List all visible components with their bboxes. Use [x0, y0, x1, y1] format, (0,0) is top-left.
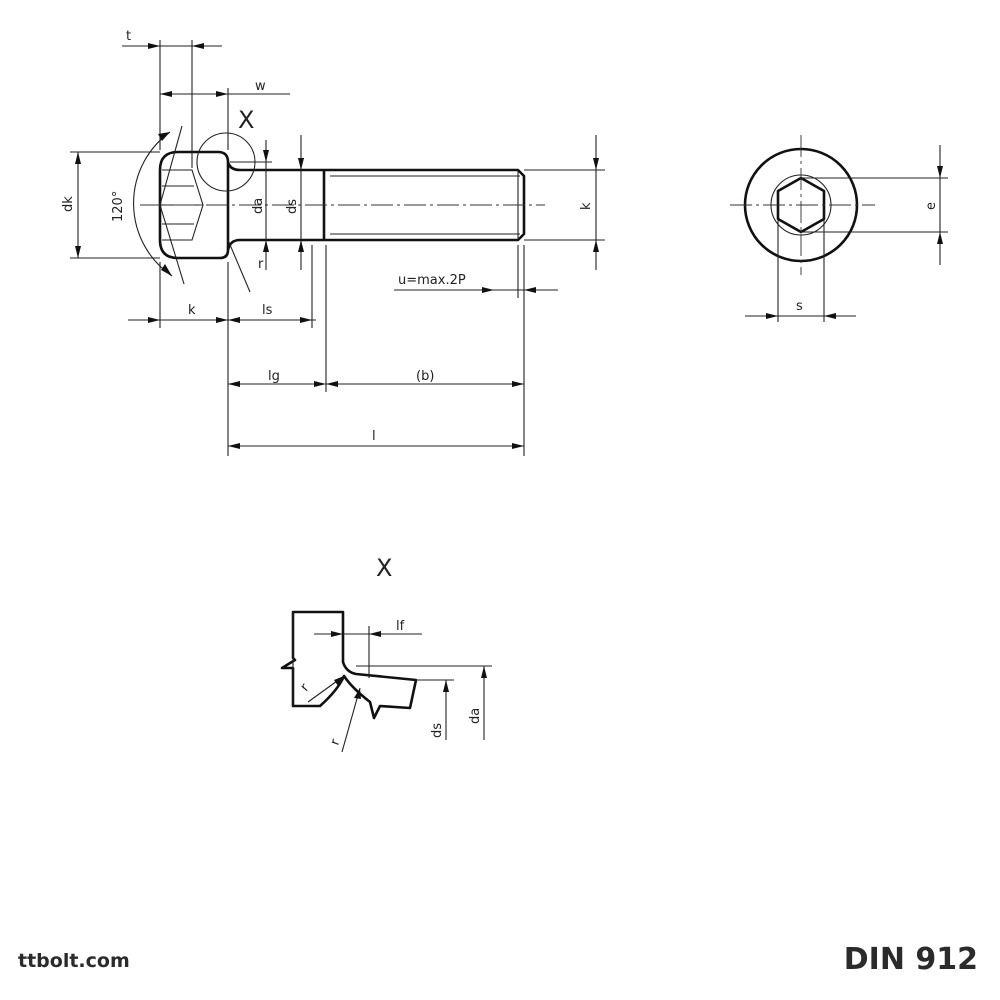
detail-title: X	[376, 554, 392, 582]
dim-l	[228, 443, 524, 449]
bolt-side-view	[140, 132, 545, 260]
dim-ds	[298, 135, 304, 270]
bolt-end-view	[730, 135, 875, 275]
detail-label-da: da	[468, 708, 483, 724]
dim-t	[122, 40, 222, 168]
hex-socket-lines	[162, 169, 204, 241]
underhead-fillet	[226, 161, 241, 172]
label-ls: ls	[262, 303, 273, 318]
standard-label: DIN 912	[843, 942, 978, 977]
dim-e	[801, 145, 948, 265]
label-l: l	[372, 429, 376, 444]
label-t: t	[126, 29, 131, 44]
label-u-note: u=max.2P	[398, 273, 466, 288]
label-e: e	[924, 202, 939, 210]
website-label: ttbolt.com	[18, 950, 130, 972]
dim-angle	[133, 125, 185, 285]
dim-dk	[70, 151, 160, 259]
label-b: (b)	[416, 369, 434, 384]
dim-da	[230, 140, 272, 270]
label-k-right: k	[579, 202, 594, 210]
label-w: w	[255, 79, 266, 94]
label-angle: 120°	[111, 191, 126, 222]
detail-label-r2: r	[328, 737, 344, 748]
detail-label-ds: ds	[430, 723, 445, 738]
dim-k-ls	[128, 245, 316, 456]
label-r: r	[258, 257, 264, 272]
label-x-marker: X	[238, 106, 254, 134]
detail-label-lf: lf	[396, 619, 405, 634]
label-k-bottom: k	[188, 303, 196, 318]
detail-head-section	[280, 610, 418, 720]
dim-s	[745, 219, 856, 322]
detail-label-r1: r	[298, 680, 313, 694]
label-ds: ds	[285, 199, 300, 214]
dim-w	[160, 88, 290, 150]
label-s: s	[796, 299, 803, 314]
label-dk: dk	[61, 196, 76, 212]
detail-x-view	[280, 610, 492, 753]
dim-k-right	[524, 135, 605, 270]
dim-u	[394, 245, 558, 298]
label-lg: lg	[268, 369, 280, 384]
label-da: da	[251, 198, 266, 214]
dim-lg-b	[228, 245, 525, 456]
